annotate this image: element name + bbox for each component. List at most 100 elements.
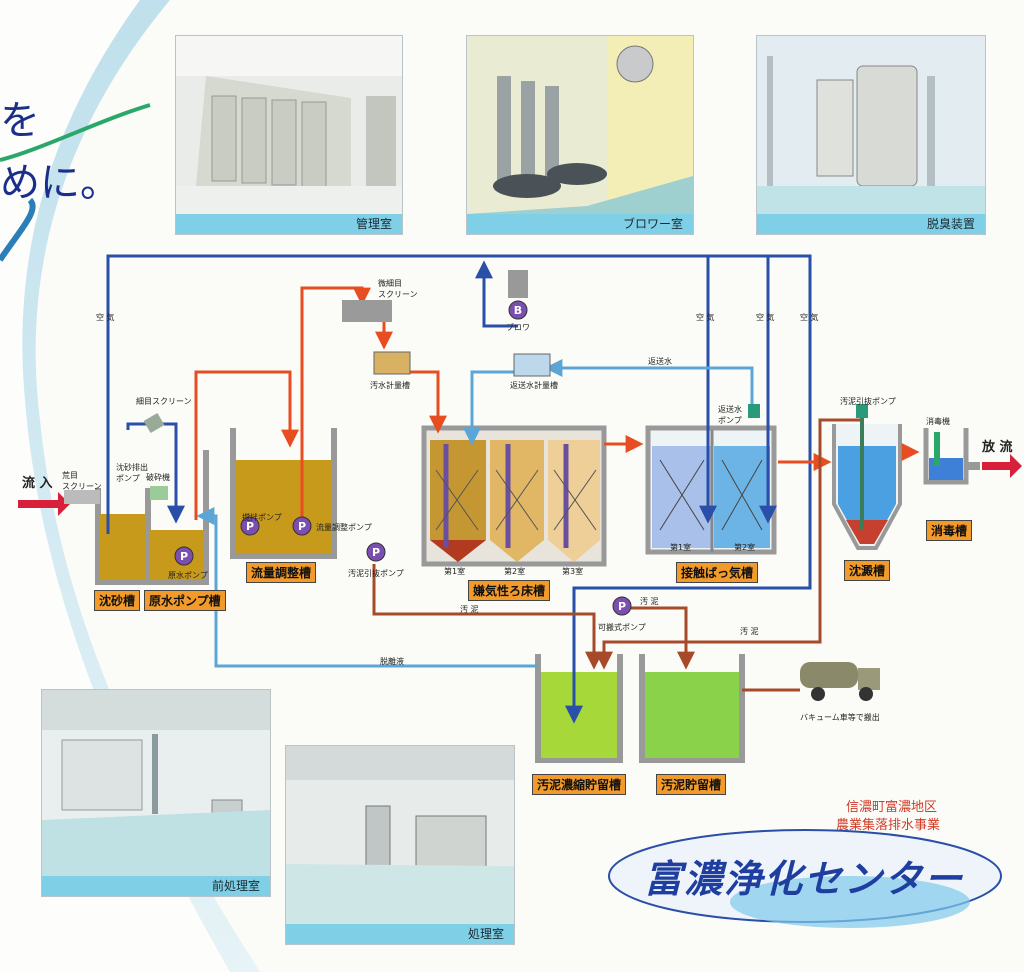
raw-water-pump-label: 原水ポンプ (168, 571, 208, 580)
room2-label: 第2室 (504, 567, 526, 576)
center-title: 富濃浄化センター (644, 857, 965, 901)
sludge-storage-tank (639, 654, 745, 763)
air-label-1: 空 気 (96, 313, 115, 322)
pump-portable-icon: P (612, 596, 632, 616)
sludge-extract-pump-box (856, 404, 868, 418)
title-ellipse (608, 829, 1002, 928)
discharge-arrow (982, 454, 1022, 478)
sludge-pump-label: 汚泥引抜ポンプ (348, 569, 404, 578)
micro-screen-label: 微細目 スクリーン (378, 279, 418, 299)
sludge-extract-pump-label: 汚泥引抜ポンプ (840, 397, 896, 406)
sewage-meter-box (373, 351, 411, 375)
flow-pump-label: 流量調整ポンプ (316, 523, 372, 532)
pump-raw-water-icon: P (174, 546, 194, 566)
blower-circle-icon: B (508, 300, 528, 320)
caption-pretreatment-room: 前処理室 (42, 876, 270, 896)
vacuum-truck-icon (800, 662, 880, 701)
sludge-label-a: 汚 泥 (460, 605, 479, 614)
caption-blower-room: ブロワー室 (467, 214, 693, 234)
flow-adjust-tank (230, 428, 337, 559)
treatment-room-image (286, 746, 514, 924)
return-meter-box (513, 353, 551, 377)
fine-screen-box (143, 412, 165, 434)
photo-pretreatment-room: 前処理室 (42, 690, 270, 896)
corner-text-2: めに。 (0, 160, 120, 206)
photo-control-room: 管理室 (176, 36, 402, 234)
tank-label-contact: 接触ばっ気槽 (676, 562, 759, 583)
fine-screen-label: 細目スクリーン (136, 397, 192, 406)
caption-control-room: 管理室 (176, 214, 402, 234)
disinfection-outlet (966, 462, 980, 470)
dehydration-label: 脱離液 (380, 657, 404, 666)
portable-pump-label: 可搬式ポンプ (598, 623, 646, 632)
sludge-label-c: 汚 泥 (740, 627, 759, 636)
pump-stir-letter: P (246, 520, 254, 533)
tank-label-flow-adjust: 流量調整槽 (246, 562, 317, 583)
return-water-label: 返送水 (648, 357, 672, 366)
deodorizer-image (757, 36, 985, 214)
pump-sludge-extract-icon: P (366, 542, 386, 562)
pump-flow-adjust-letter: P (298, 520, 306, 533)
org-line-1: 信濃町富濃地区 (846, 800, 938, 815)
sludge-lines (372, 418, 860, 692)
blower-label: ブロワ (506, 323, 530, 332)
crusher-box (150, 486, 168, 500)
air-label-3: 空 気 (756, 313, 775, 322)
tank-label-disinfection: 消毒槽 (926, 520, 973, 541)
crusher-label: 破砕機 (146, 473, 170, 482)
sewage-lines (194, 286, 920, 520)
tank-label-storage: 汚泥貯留槽 (656, 774, 727, 795)
blower-room-image (467, 36, 693, 214)
pretreatment-room-image (42, 690, 270, 876)
air-label-4: 空 気 (800, 313, 819, 322)
pump-stir-icon: P (240, 516, 260, 536)
pump-sludge-extract-letter: P (372, 546, 380, 559)
grit-tank (95, 488, 151, 585)
org-line-2: 農業集落排水事業 (836, 818, 941, 833)
pump-portable-letter: P (618, 600, 626, 613)
contact-aeration-tank (645, 425, 777, 555)
coarse-screen-label: 荒目 スクリーン (62, 471, 102, 491)
tank-label-sedimentation: 沈澱槽 (844, 560, 891, 581)
control-room-image (176, 36, 402, 214)
contact-room1-label: 第1室 (670, 543, 692, 552)
tank-label-thickening: 汚泥濃縮貯留槽 (532, 774, 627, 795)
photo-blower-room: ブロワー室 (467, 36, 693, 234)
photo-deodorizer: 脱臭装置 (757, 36, 985, 234)
disinfection-tank (923, 428, 969, 485)
pump-flow-adjust-icon: P (292, 516, 312, 536)
sludge-label-b: 汚 泥 (640, 597, 659, 606)
stir-pump-label: 撹拌ポンプ (242, 513, 282, 522)
return-pump-label: 返送水 ポンプ (718, 405, 742, 425)
sedimentation-tank (832, 416, 902, 550)
tank-label-grit: 沈砂槽 (94, 590, 141, 611)
caption-treatment-room: 処理室 (286, 924, 514, 944)
anaerobic-tank (421, 425, 607, 567)
contact-room2-label: 第2室 (734, 543, 756, 552)
caption-deodorizer: 脱臭装置 (757, 214, 985, 234)
vacuum-label: バキューム車等で搬出 (800, 713, 880, 722)
tank-label-raw-pump: 原水ポンプ槽 (144, 590, 226, 611)
inflow-arrow (18, 492, 70, 516)
room3-label: 第3室 (562, 567, 584, 576)
air-label-2: 空 気 (696, 313, 715, 322)
pump-raw-water-letter: P (180, 550, 188, 563)
inflow-label: 流 入 (22, 476, 53, 491)
micro-screen-box (342, 300, 392, 322)
blower-circle-letter: B (514, 304, 522, 317)
sewage-meter-label: 汚水計量槽 (370, 381, 410, 390)
sludge-thickening-tank (535, 654, 623, 763)
discharge-label: 放 流 (982, 440, 1013, 455)
coarse-screen-box (64, 490, 100, 504)
room1-label: 第1室 (444, 567, 466, 576)
blower-unit (508, 270, 528, 298)
photo-treatment-room: 処理室 (286, 746, 514, 944)
tank-label-anaerobic: 嫌気性ろ床槽 (468, 580, 551, 601)
corner-text-1: を (0, 98, 40, 144)
grit-pump-label: 沈砂排出 ポンプ (116, 463, 148, 483)
disinfector-label: 消毒機 (926, 417, 950, 426)
return-pump-box (748, 404, 760, 418)
return-meter-label: 返送水計量槽 (510, 381, 558, 390)
